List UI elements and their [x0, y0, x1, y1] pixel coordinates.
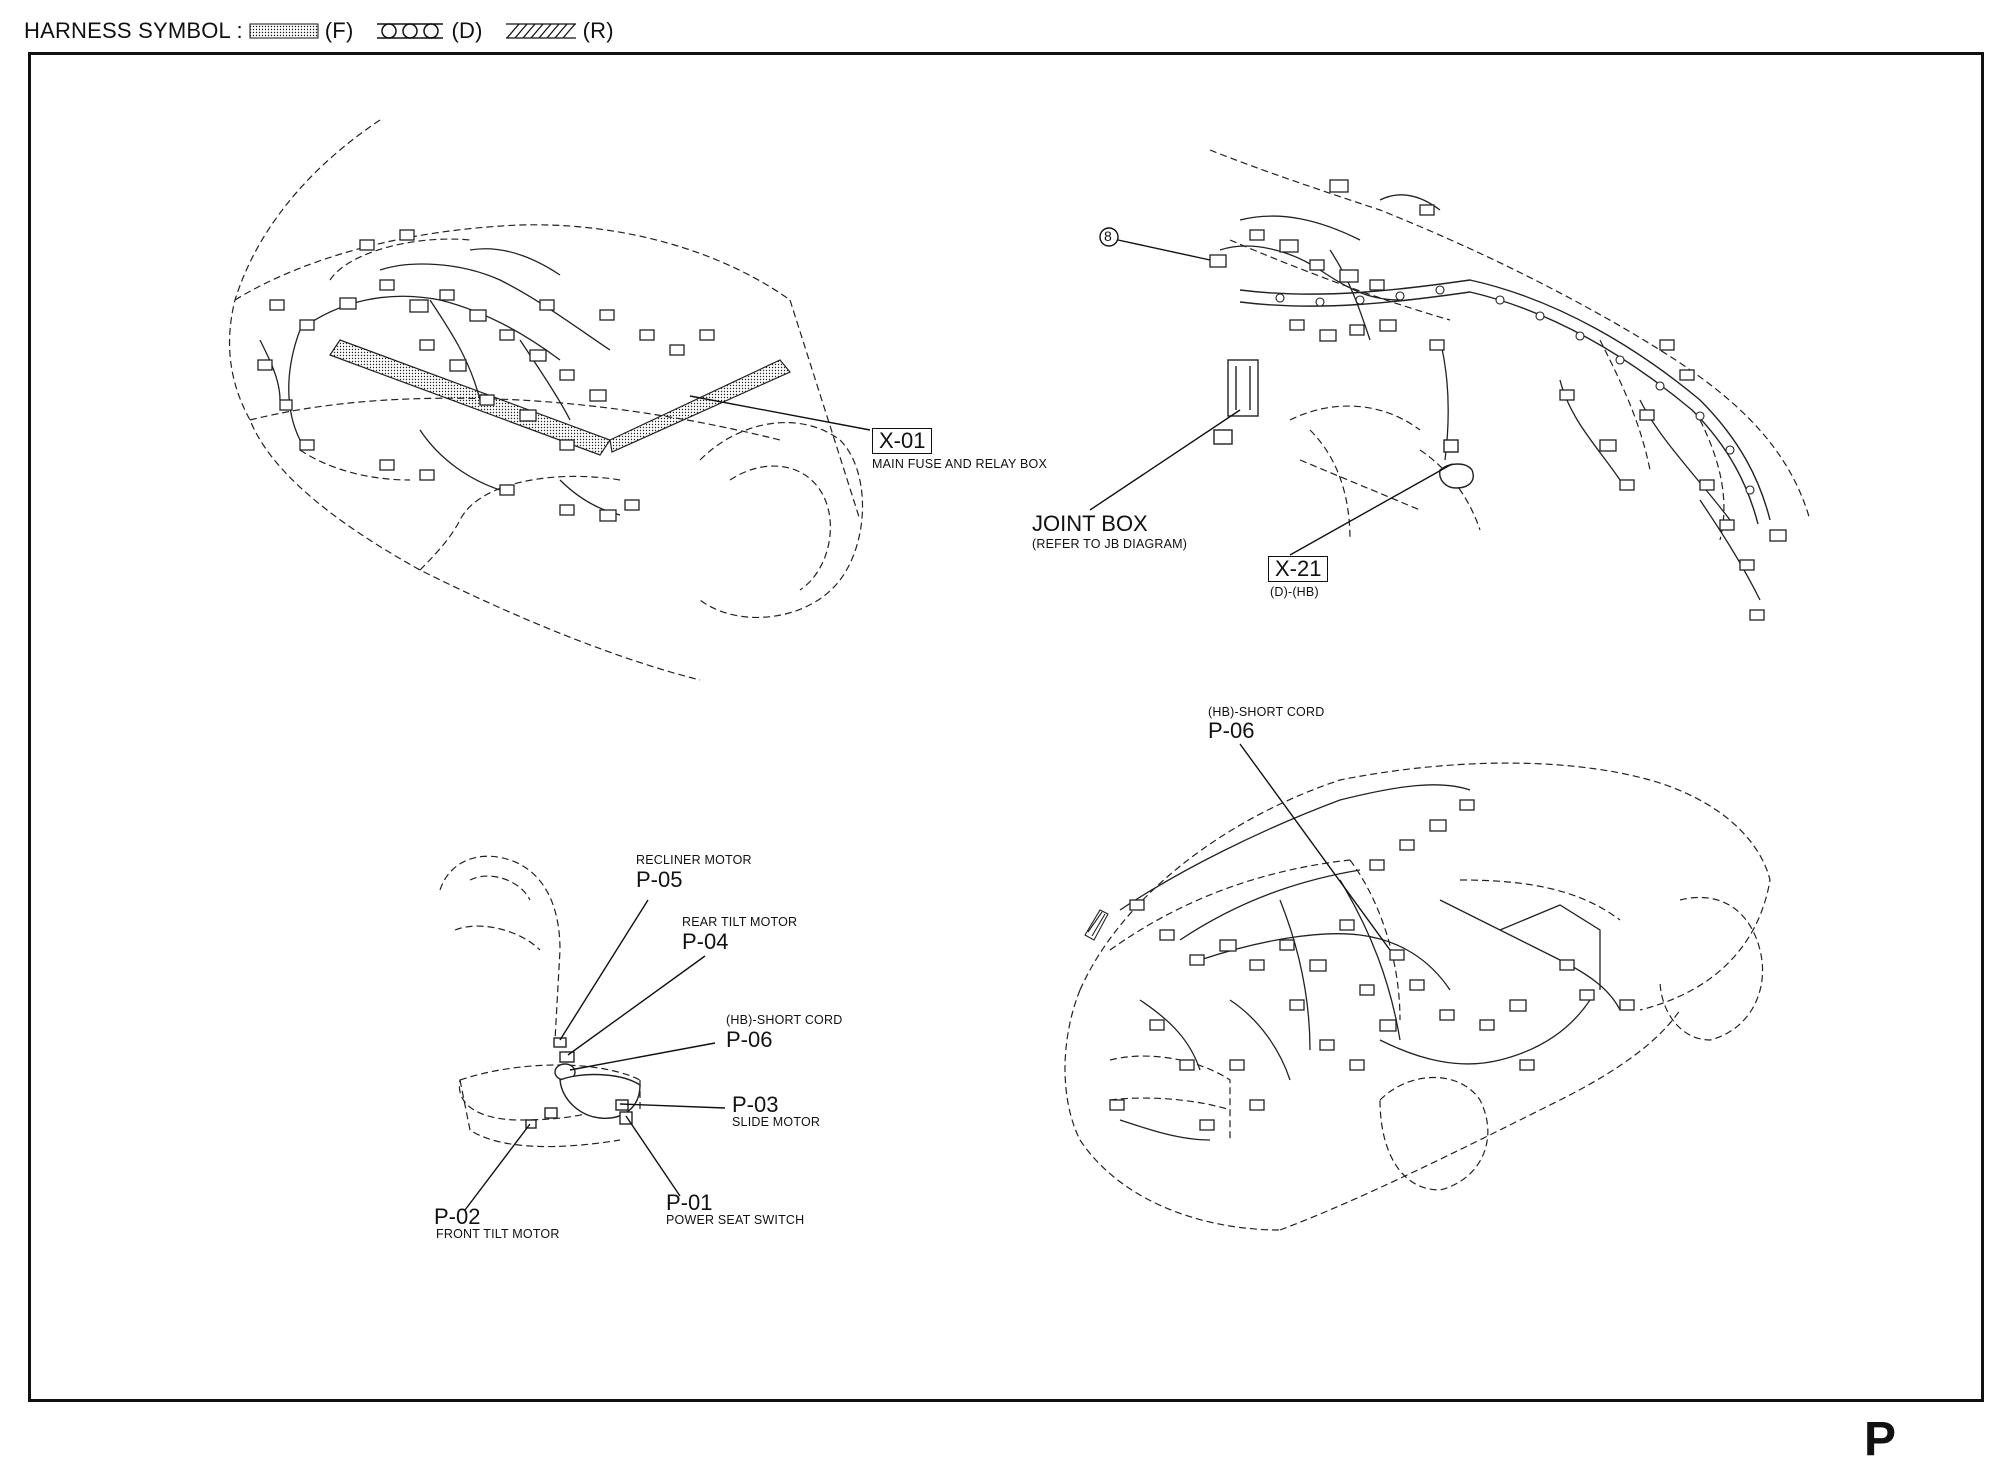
callout-8-circle: [1099, 227, 1119, 247]
rear-harness-hatched: [1084, 909, 1109, 941]
p06-top-description: (HB)-SHORT CORD: [1208, 705, 1325, 719]
dash-harness-circles: [1239, 279, 1771, 525]
dash-connectors: [1209, 179, 1787, 621]
seat-leader-lines: [464, 899, 726, 1211]
joint-box-title: JOINT BOX: [1032, 511, 1148, 536]
engine-bay-wiring: [259, 248, 621, 516]
p01-description: POWER SEAT SWITCH: [666, 1213, 805, 1227]
legend-code-r: (R): [582, 18, 614, 43]
p03-code: P-03: [732, 1092, 779, 1117]
dash-harness-circle-marks: [1275, 285, 1755, 495]
p04-description: REAR TILT MOTOR: [682, 915, 798, 929]
circles-harness-symbol-icon: [377, 23, 444, 39]
p06-top-code: P-06: [1208, 718, 1255, 743]
p02-code: P-02: [434, 1204, 481, 1229]
p06-seat-description: (HB)-SHORT CORD: [726, 1013, 843, 1027]
legend-code-f: (F): [324, 18, 354, 43]
x01-description: MAIN FUSE AND RELAY BOX: [872, 457, 1048, 471]
dotted-harness-symbol-icon: [249, 23, 319, 39]
p05-description: RECLINER MOTOR: [636, 853, 752, 867]
p03-description: SLIDE MOTOR: [732, 1115, 821, 1129]
p05-code: P-05: [636, 867, 683, 892]
legend-prefix: HARNESS SYMBOL :: [24, 18, 243, 43]
joint-box-leader-line: [1089, 409, 1241, 511]
dashboard-illustration: [1209, 149, 1811, 541]
x21-leader-line: [1289, 463, 1453, 556]
diagram-frame: [28, 52, 1984, 1402]
x21-description: (D)-(HB): [1270, 585, 1319, 599]
x21-connector-shape: [1439, 439, 1474, 489]
joint-box-description: (REFER TO JB DIAGRAM): [1032, 537, 1188, 551]
engine-bay-connectors: [257, 229, 715, 522]
callout-8-label: 8: [1104, 228, 1112, 244]
engine-compartment-illustration: [228, 119, 863, 681]
x01-callout: X-01: [872, 428, 933, 454]
x21-code: X-21: [1268, 556, 1329, 582]
seat-components: [525, 1037, 641, 1129]
hatched-harness-symbol-icon: [505, 23, 576, 39]
p06-top-leader-line: [1239, 743, 1391, 951]
main-harness-dotted: [329, 339, 791, 456]
power-seat-illustration: [439, 855, 641, 1148]
joint-box-shape: [1213, 359, 1259, 445]
rear-vehicle-illustration: [1064, 762, 1771, 1231]
dash-wiring: [1219, 194, 1761, 601]
x01-leader-line: [689, 395, 871, 431]
callout-8-leader: [1117, 239, 1211, 261]
page-letter: P: [1864, 1413, 1897, 1466]
rear-connectors: [1109, 799, 1635, 1131]
rear-wiring: [1119, 784, 1621, 1141]
p06-seat-code: P-06: [726, 1027, 773, 1052]
p02-description: FRONT TILT MOTOR: [436, 1227, 560, 1241]
legend-code-d: (D): [451, 18, 483, 43]
x01-code: X-01: [872, 428, 933, 454]
x21-callout: X-21: [1268, 556, 1329, 582]
p01-code: P-01: [666, 1190, 713, 1215]
harness-symbol-legend: HARNESS SYMBOL : (F) (D) (R): [24, 14, 614, 48]
p04-code: P-04: [682, 929, 729, 954]
